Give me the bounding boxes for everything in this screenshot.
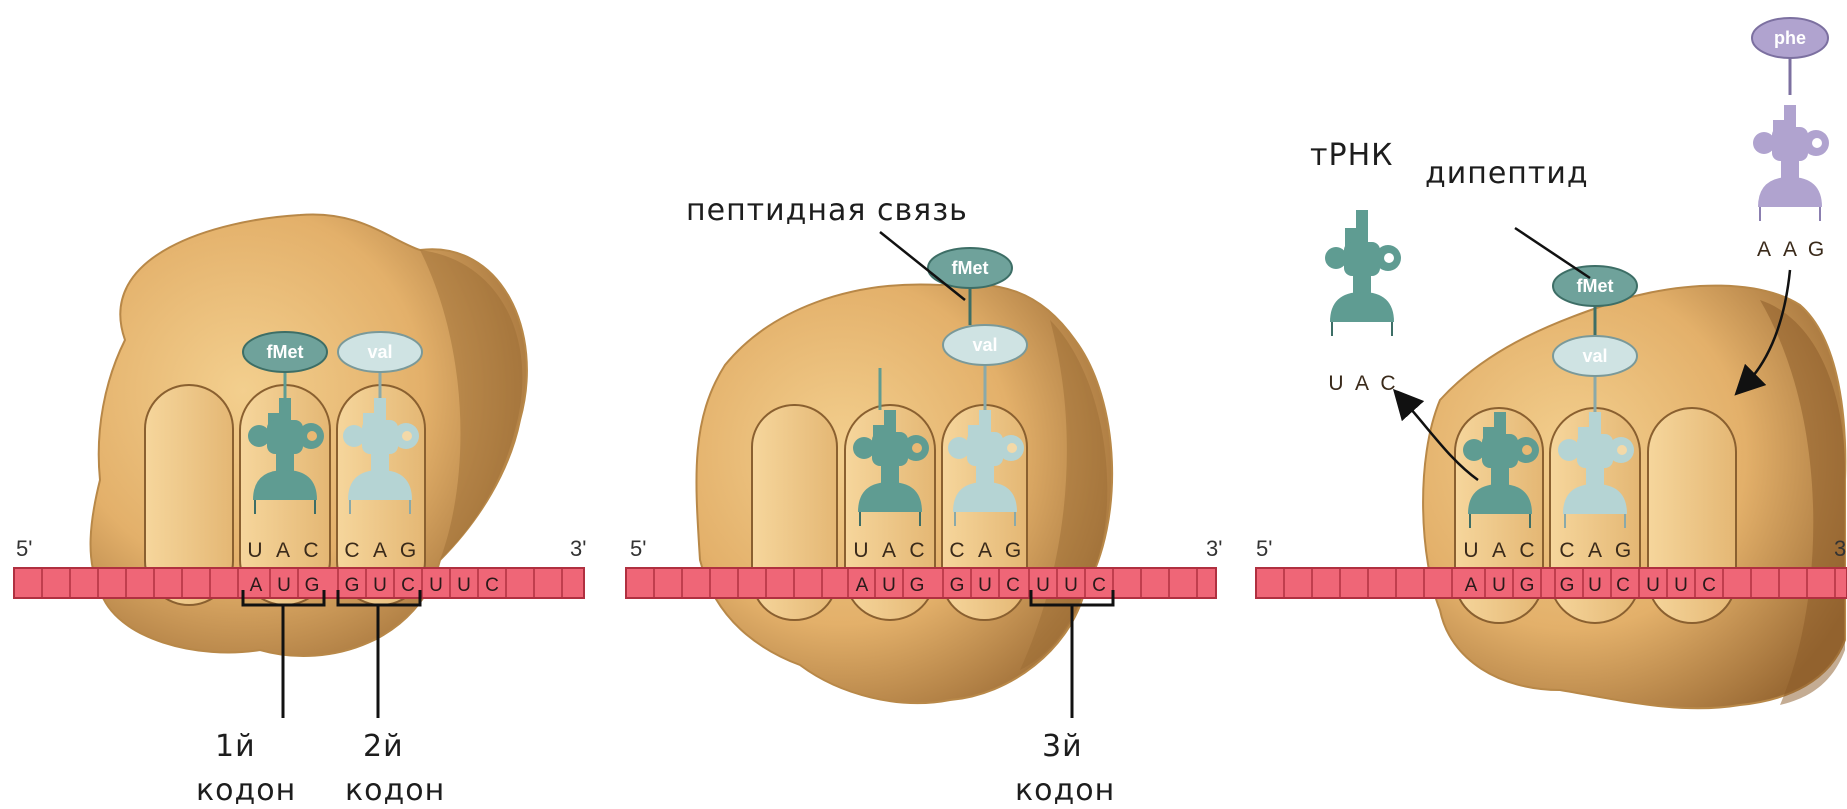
codon-2-label-line1: 2й bbox=[363, 729, 404, 764]
svg-text:U: U bbox=[1492, 575, 1506, 596]
svg-text:U: U bbox=[882, 575, 896, 596]
svg-text:C: C bbox=[401, 575, 415, 596]
peptide-bond-label: пептидная связь bbox=[686, 193, 968, 228]
amino-acid-val-label: val bbox=[972, 335, 997, 355]
anticodon-1: U A C bbox=[853, 539, 924, 562]
five-prime-label: 5' bbox=[630, 536, 646, 561]
codon-1: A U G bbox=[856, 575, 925, 596]
svg-text:A: A bbox=[1783, 238, 1797, 261]
svg-text:C: C bbox=[485, 575, 499, 596]
svg-text:A: A bbox=[276, 539, 290, 562]
amino-acid-fmet-label: fMet bbox=[1577, 276, 1614, 296]
svg-text:A: A bbox=[1492, 539, 1506, 562]
svg-text:U: U bbox=[373, 575, 387, 596]
svg-text:A: A bbox=[373, 539, 387, 562]
svg-text:A: A bbox=[856, 575, 869, 596]
mrna-strand bbox=[1256, 568, 1847, 598]
codon-3: U U C bbox=[1646, 575, 1716, 596]
svg-text:G: G bbox=[345, 575, 360, 596]
svg-text:U: U bbox=[1328, 372, 1343, 395]
trna-phe-icon bbox=[1753, 105, 1829, 221]
dipeptide-label: дипептид bbox=[1425, 156, 1589, 191]
svg-text:G: G bbox=[1560, 575, 1575, 596]
svg-text:U: U bbox=[1646, 575, 1660, 596]
amino-acid-val-label: val bbox=[367, 342, 392, 362]
svg-text:G: G bbox=[950, 575, 965, 596]
svg-text:C: C bbox=[1380, 372, 1395, 395]
svg-text:G: G bbox=[910, 575, 925, 596]
svg-text:G: G bbox=[1615, 539, 1631, 562]
svg-text:C: C bbox=[1616, 575, 1630, 596]
codon-1: A U G bbox=[250, 575, 320, 596]
svg-text:C: C bbox=[949, 539, 964, 562]
svg-text:C: C bbox=[1006, 575, 1020, 596]
amino-acid-val-label: val bbox=[1582, 346, 1607, 366]
codon-3: U U C bbox=[1036, 575, 1106, 596]
svg-text:U: U bbox=[1588, 575, 1602, 596]
svg-text:A: A bbox=[1757, 238, 1771, 261]
anticodon-1: U A C bbox=[1463, 539, 1534, 562]
three-prime-label: 3' bbox=[570, 536, 586, 561]
codon-3: U U C bbox=[429, 575, 499, 596]
svg-text:U: U bbox=[853, 539, 868, 562]
svg-text:C: C bbox=[1519, 539, 1534, 562]
svg-text:A: A bbox=[1355, 372, 1369, 395]
trna-label: тРНК bbox=[1310, 138, 1393, 173]
amino-acid-fmet-label: fMet bbox=[952, 258, 989, 278]
svg-text:G: G bbox=[1808, 238, 1824, 261]
codon-2: G U C bbox=[950, 575, 1020, 596]
svg-text:C: C bbox=[344, 539, 359, 562]
amino-acid-phe-label: phe bbox=[1774, 28, 1806, 48]
amino-acid-fmet-label: fMet bbox=[267, 342, 304, 362]
dipeptide-pointer bbox=[1515, 228, 1590, 278]
three-prime-label: 3 bbox=[1834, 536, 1846, 561]
svg-text:G: G bbox=[400, 539, 416, 562]
svg-text:C: C bbox=[303, 539, 318, 562]
codon-1: A U G bbox=[1465, 575, 1535, 596]
codon-2-label-line2: кодон bbox=[345, 773, 445, 808]
svg-text:U: U bbox=[247, 539, 262, 562]
anticodon-2: C A G bbox=[949, 539, 1021, 562]
svg-text:U: U bbox=[1064, 575, 1078, 596]
amino-acid-phe: phe bbox=[1752, 18, 1828, 58]
anticodon-2: C A G bbox=[344, 539, 416, 562]
codon-3-label-line1: 3й bbox=[1042, 729, 1083, 764]
svg-text:G: G bbox=[305, 575, 320, 596]
svg-text:U: U bbox=[277, 575, 291, 596]
anticodon-2: C A G bbox=[1559, 539, 1631, 562]
svg-text:A: A bbox=[978, 539, 992, 562]
five-prime-label: 5' bbox=[1256, 536, 1272, 561]
svg-text:G: G bbox=[1520, 575, 1535, 596]
panel-2: fMet val пептидная связь U A C C A G 5' … bbox=[626, 193, 1222, 808]
codon-1-label-line2: кодон bbox=[196, 773, 296, 808]
five-prime-label: 5' bbox=[16, 536, 32, 561]
free-anticodon: U A C bbox=[1328, 372, 1395, 395]
three-prime-label: 3' bbox=[1206, 536, 1222, 561]
anticodon-1: U A C bbox=[247, 539, 318, 562]
panel-3: fMet val дипептид тРНК U A C phe A A G U… bbox=[1256, 18, 1847, 708]
svg-text:U: U bbox=[1463, 539, 1478, 562]
svg-text:U: U bbox=[1674, 575, 1688, 596]
codon-2: G U C bbox=[345, 575, 415, 596]
svg-text:U: U bbox=[1036, 575, 1050, 596]
svg-text:A: A bbox=[882, 539, 896, 562]
svg-text:G: G bbox=[1005, 539, 1021, 562]
svg-text:C: C bbox=[1559, 539, 1574, 562]
codon-3-label-line2: кодон bbox=[1015, 773, 1115, 808]
svg-text:A: A bbox=[1465, 575, 1478, 596]
trna-released-icon bbox=[1325, 210, 1401, 336]
svg-text:A: A bbox=[250, 575, 263, 596]
svg-text:U: U bbox=[429, 575, 443, 596]
svg-text:A: A bbox=[1588, 539, 1602, 562]
codon-1-label-line1: 1й bbox=[215, 729, 256, 764]
incoming-anticodon: A A G bbox=[1757, 238, 1824, 261]
svg-text:C: C bbox=[1092, 575, 1106, 596]
svg-text:C: C bbox=[1702, 575, 1716, 596]
codon-2: G U C bbox=[1560, 575, 1630, 596]
svg-text:U: U bbox=[978, 575, 992, 596]
panel-1: fMet val U A C C A G 5' 3' A U G G U bbox=[14, 214, 586, 808]
svg-text:U: U bbox=[457, 575, 471, 596]
svg-text:C: C bbox=[909, 539, 924, 562]
